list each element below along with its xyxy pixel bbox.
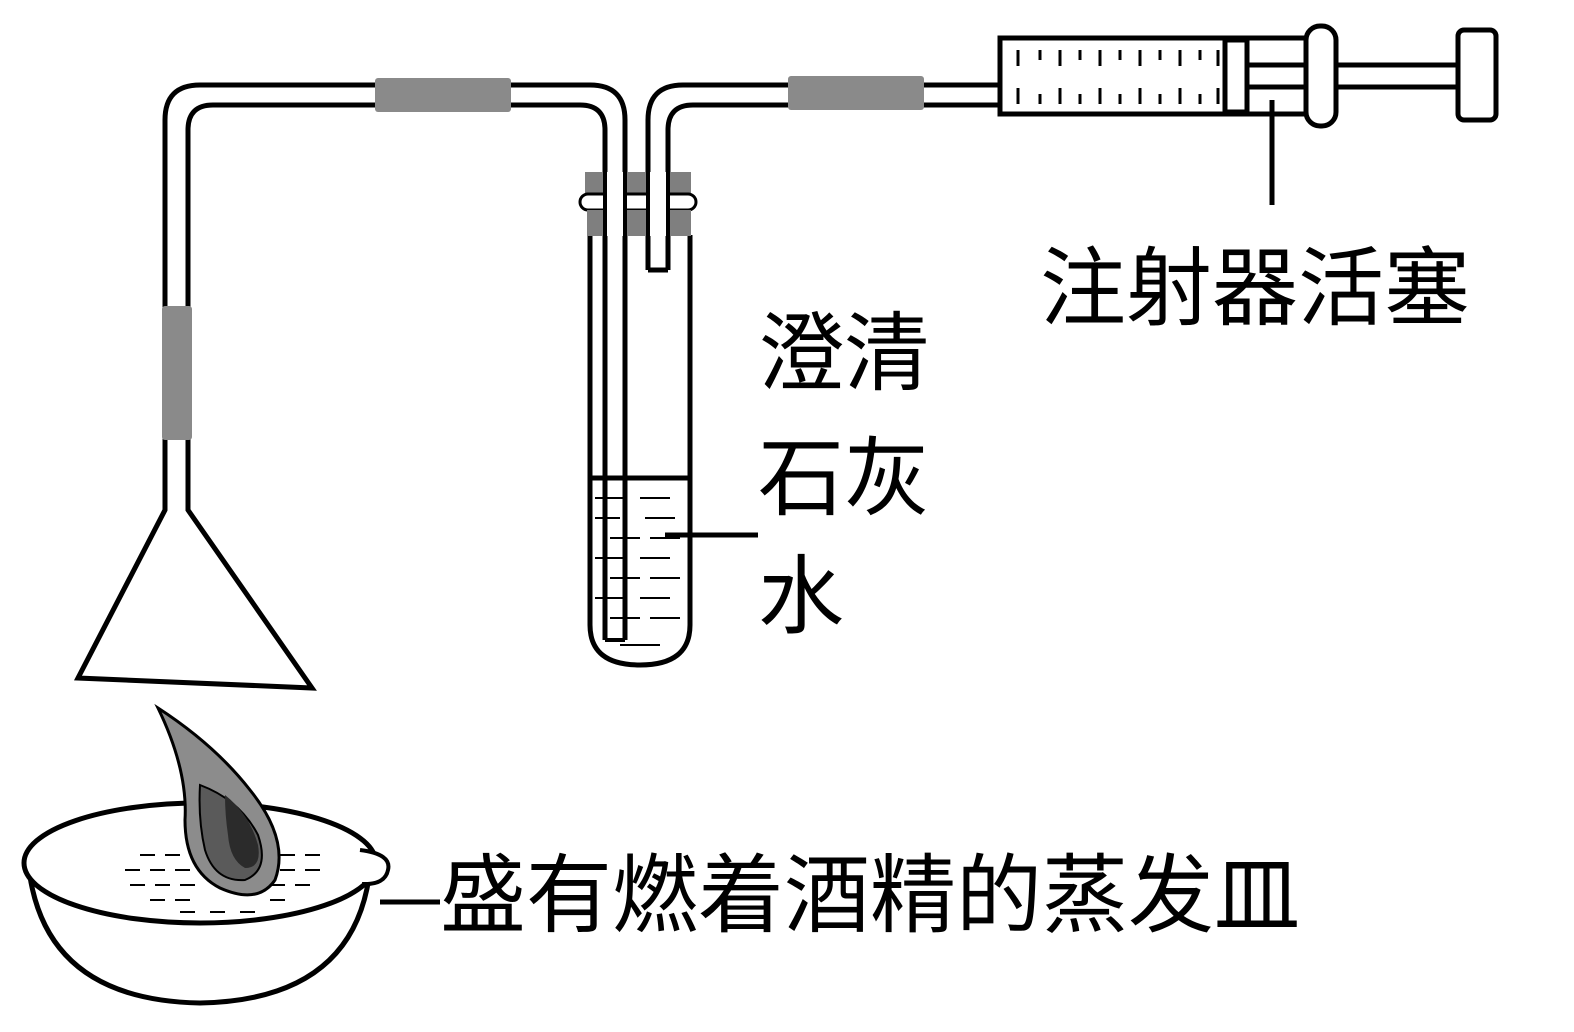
left-glass-tube bbox=[162, 82, 628, 640]
label-limewater-line3: 水 bbox=[758, 547, 844, 647]
syringe bbox=[997, 23, 1499, 129]
limewater-liquid bbox=[595, 497, 680, 646]
evaporating-dish bbox=[21, 800, 391, 1006]
syringe-finger-grip bbox=[1303, 23, 1339, 129]
rubber-connectors bbox=[162, 76, 924, 440]
right-glass-tube bbox=[645, 82, 1000, 273]
label-syringe-plunger: 注射器活塞 bbox=[1040, 239, 1470, 339]
syringe-barrel bbox=[997, 35, 1313, 117]
label-limewater-line2: 石灰 bbox=[758, 429, 930, 529]
test-tube bbox=[587, 235, 693, 668]
rubber-connector-top-right bbox=[788, 76, 924, 110]
inverted-funnel bbox=[73, 440, 317, 691]
rubber-stopper bbox=[578, 172, 698, 236]
label-evaporating-dish: 盛有燃着酒精的蒸发皿 bbox=[440, 846, 1300, 946]
label-limewater-line1: 澄清 bbox=[758, 304, 930, 404]
syringe-graduations bbox=[1016, 50, 1220, 104]
flame-icon bbox=[154, 703, 281, 897]
rubber-connector-vertical bbox=[162, 306, 192, 440]
rubber-connector-top-left bbox=[375, 78, 511, 112]
syringe-plunger-seal bbox=[1222, 37, 1250, 115]
syringe-thumb-press bbox=[1455, 27, 1499, 123]
